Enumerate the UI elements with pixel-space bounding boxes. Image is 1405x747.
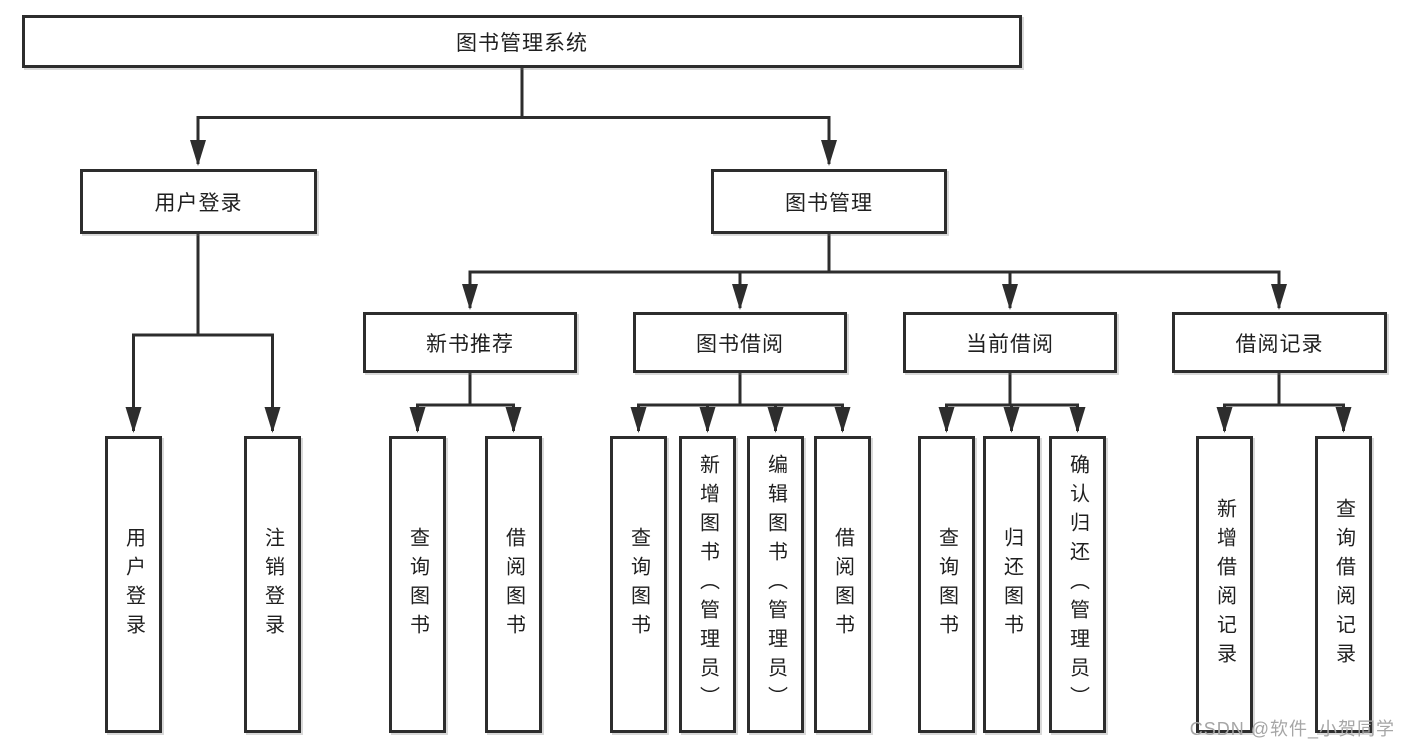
leaf-return-books-label: 归还图书 [1000,526,1023,643]
csdn-watermark: CSDN @软件_小贺同学 [1189,719,1395,739]
node-borrow-records-label: 借阅记录 [1235,332,1324,356]
node-user-login: 用户登录 [80,169,317,234]
connector-user-login-to-leaves [125,234,281,433]
node-current-borrow-label: 当前借阅 [966,332,1054,356]
leaf-user-login-label: 用户登录 [122,526,145,643]
connector-book-borrow-to-leaves [630,373,851,433]
node-book-management-label: 图书管理 [785,191,873,215]
node-book-borrow-label: 图书借阅 [696,332,784,356]
leaf-add-borrow-record-label: 新增借阅记录 [1213,497,1236,672]
leaf-logout-label: 注销登录 [261,526,284,643]
leaf-query-books-borrow: 查询图书 [610,436,667,733]
leaf-confirm-return-admin-label: 确认归还（管理员） [1066,454,1089,715]
leaf-return-books: 归还图书 [983,436,1040,733]
connector-book-mgmt-to-level3 [462,234,1287,310]
leaf-add-books-admin-label: 新增图书（管理员） [696,454,719,715]
leaf-logout: 注销登录 [244,436,301,733]
leaf-edit-books-admin-label: 编辑图书（管理员） [764,454,787,715]
node-current-borrow: 当前借阅 [903,312,1117,373]
node-new-book-recommend: 新书推荐 [363,312,577,373]
leaf-query-books-recommend-label: 查询图书 [406,526,429,643]
node-borrow-records: 借阅记录 [1172,312,1387,373]
node-library-system: 图书管理系统 [22,15,1022,68]
leaf-query-books-current: 查询图书 [918,436,975,733]
leaf-query-books-current-label: 查询图书 [935,526,958,643]
connector-new-books-to-leaves [409,373,522,433]
leaf-edit-books-admin: 编辑图书（管理员） [747,436,804,733]
leaf-query-borrow-record: 查询借阅记录 [1315,436,1372,733]
node-library-system-label: 图书管理系统 [456,31,588,55]
leaf-confirm-return-admin: 确认归还（管理员） [1049,436,1106,733]
leaf-query-borrow-record-label: 查询借阅记录 [1332,497,1355,672]
leaf-borrow-books: 借阅图书 [814,436,871,733]
connector-current-borrow-to-leaves [938,373,1086,433]
leaf-borrow-books-label: 借阅图书 [831,526,854,643]
connector-root-to-level2 [190,68,837,166]
connector-borrow-records-to-leaves [1216,373,1352,433]
leaf-add-borrow-record: 新增借阅记录 [1196,436,1253,733]
leaf-borrow-books-recommend: 借阅图书 [485,436,542,733]
node-book-borrow: 图书借阅 [633,312,847,373]
leaf-query-books-borrow-label: 查询图书 [627,526,650,643]
node-new-book-recommend-label: 新书推荐 [426,332,514,356]
leaf-query-books-recommend: 查询图书 [389,436,446,733]
node-user-login-label: 用户登录 [154,191,243,215]
node-book-management: 图书管理 [711,169,947,234]
leaf-borrow-books-recommend-label: 借阅图书 [502,526,525,643]
leaf-user-login: 用户登录 [105,436,162,733]
leaf-add-books-admin: 新增图书（管理员） [679,436,736,733]
